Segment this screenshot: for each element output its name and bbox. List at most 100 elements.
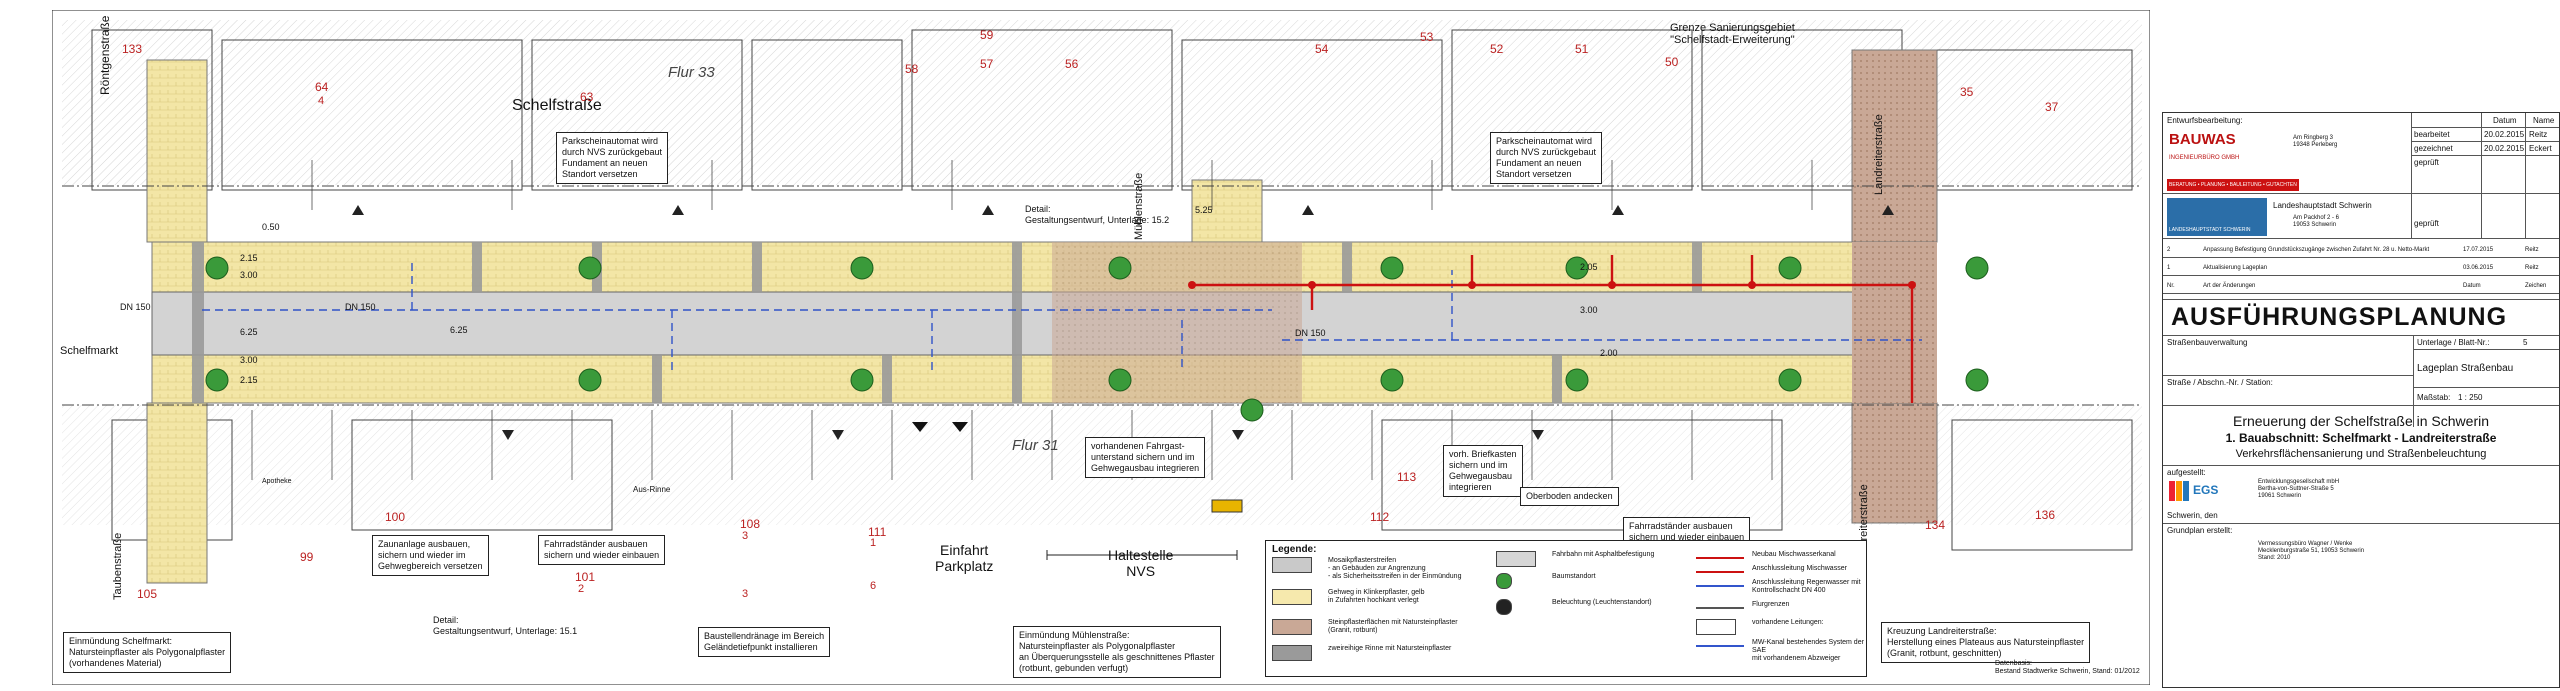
legend-item-label: Anschlussleitung Regenwasser mit Kontrol… <box>1752 579 1861 594</box>
callout-datenbasis: Datenbasis: Bestand Stadtwerke Schwerin,… <box>1995 660 2140 675</box>
col-name: Name <box>2533 116 2555 125</box>
parcel-number: 52 <box>1490 42 1504 56</box>
gezeichnet-date: 20.02.2015 <box>2484 144 2525 153</box>
legend-item-label: Fahrbahn mit Asphaltbefestigung <box>1552 551 1655 558</box>
legend-swatch <box>1272 589 1312 605</box>
massstab-value: 1 : 250 <box>2458 393 2483 402</box>
legend-swatch <box>1696 619 1736 635</box>
bearbeitet-name: Reitz <box>2529 130 2548 139</box>
client-name: Landeshauptstadt Schwerin <box>2273 201 2372 210</box>
schwerin-den-label: Schwerin, den <box>2167 511 2218 520</box>
legend-swatch <box>1696 607 1744 609</box>
bearbeitet-date: 20.02.2015 <box>2484 130 2525 139</box>
legend-item-label: MW-Kanal bestehendes System der SAE mit … <box>1752 639 1864 662</box>
parcel-number: 64 <box>315 80 329 94</box>
legend-swatch <box>1496 573 1512 589</box>
legend-item-label: Neubau Mischwasserkanal <box>1752 551 1836 558</box>
bearbeitet-label: bearbeitet <box>2414 130 2450 139</box>
revision-nr: 2 <box>2167 247 2171 253</box>
legend-swatch <box>1272 645 1312 661</box>
legend-item-label: zweireihige Rinne mit Natursteinpflaster <box>1328 645 1452 652</box>
street-name-schelfstrasse: Schelfstraße <box>512 97 602 114</box>
parcel-number: 58 <box>905 62 919 76</box>
revision-date: 17.07.2015 <box>2463 247 2494 253</box>
strasse-abschnitt-label: Straße / Abschn.-Nr. / Station: <box>2167 378 2273 387</box>
dimension-label: 2.15 <box>240 253 258 263</box>
callout-kreuzung-landreiterstrasse: Kreuzung Landreiterstraße: Herstellung e… <box>1881 622 2091 663</box>
legend-item-label: vorhandene Leitungen: <box>1752 619 1824 626</box>
callout-einmuendung-schelfmarkt: Einmündung Schelfmarkt: Natursteinpflast… <box>63 632 232 673</box>
revision-date: Datum <box>2463 283 2481 289</box>
legend-item-label: Beleuchtung (Leuchtenstandort) <box>1552 599 1652 606</box>
parcel-number: 54 <box>1315 42 1329 56</box>
haltestelle-nvs-label: Haltestelle NVS <box>1108 547 1174 579</box>
unterlage-label: Unterlage / Blatt-Nr.: <box>2417 338 2490 347</box>
legend-swatch <box>1272 619 1312 635</box>
street-name-taubenstrasse: Taubenstraße <box>112 532 124 600</box>
lageplan-label: Lageplan Straßenbau <box>2417 363 2514 374</box>
dimension-label: 2.05 <box>1580 262 1598 272</box>
dimension-label: 3.00 <box>240 355 258 365</box>
revision-text: Anpassung Befestigung Grundstückszugänge… <box>2203 247 2430 253</box>
revision-text: Art der Änderungen <box>2203 283 2256 289</box>
legend-swatch <box>1496 599 1512 615</box>
callout-einmuendung-muehlenstrasse: Einmündung Mühlenstraße: Natursteinpflas… <box>1013 626 1221 678</box>
parcel-number: 99 <box>300 550 314 564</box>
street-name-schelfmarkt: Schelfmarkt <box>60 345 119 357</box>
legend-swatch <box>1696 585 1744 587</box>
legend-swatch <box>1696 645 1744 647</box>
street-name-landreiterstrasse-top: Landreiterstraße <box>1873 114 1885 195</box>
callout-detail-15-2: Detail: Gestaltungsentwurf, Unterlage: 1… <box>1025 204 1170 225</box>
parcel-sub-number: 1 <box>870 537 877 549</box>
company-tagline: BERATUNG • PLANUNG • BAULEITUNG • GUTACH… <box>2167 179 2299 191</box>
heading-ausfuehrungsplanung: AUSFÜHRUNGSPLANUNG <box>2171 303 2508 331</box>
parcel-number: 63 <box>580 90 594 104</box>
street-name-roentgenstrasse: Röntgenstraße <box>98 15 112 95</box>
revision-date: 03.06.2015 <box>2463 265 2494 271</box>
dimension-label: 6.25 <box>240 327 258 337</box>
revision-text: Aktualisierung Lageplan <box>2203 265 2268 271</box>
dimension-label: 6.25 <box>450 325 468 335</box>
parcel-number: 57 <box>980 57 994 71</box>
revision-name: Reitz <box>2525 265 2539 271</box>
parcel-number: 113 <box>1397 470 1417 484</box>
title-block: Entwurfsbearbeitung: BAUWAS INGENIEURBÜR… <box>2162 112 2560 688</box>
client-address: Am Packhof 2 - 6 19053 Schwerin <box>2293 215 2340 228</box>
legend-swatch <box>1496 551 1536 567</box>
flur-31-label: Flur 31 <box>1012 437 1059 454</box>
callout-parkscheinautomat-2: Parkscheinautomat wird durch NVS zurückg… <box>1490 132 1603 184</box>
dimension-label: DN 150 <box>345 302 376 312</box>
parcel-number: 133 <box>122 42 143 56</box>
einfahrt-parkplatz-label: Einfahrt Parkplatz <box>935 542 994 574</box>
dimension-label: 5.25 <box>1195 205 1213 215</box>
legend-title: Legende: <box>1272 544 1317 555</box>
dimension-label: 2.00 <box>1600 348 1618 358</box>
parcel-number: 108 <box>740 517 761 531</box>
callout-zaunanlage: Zaunanlage ausbauen, sichern und wieder … <box>372 535 489 576</box>
legend-item-label: Mosaikpflasterstreifen - an Gebäuden zur… <box>1328 557 1462 580</box>
legend-item-label: Gehweg in Klinkerpflaster, gelb in Zufah… <box>1328 589 1425 604</box>
dimension-label: DN 150 <box>120 302 151 312</box>
callout-oberboden: Oberboden andecken <box>1520 487 1619 506</box>
strassenbauverwaltung-label: Straßenbauverwaltung <box>2167 338 2248 347</box>
dimension-label: 3.00 <box>240 270 258 280</box>
dimension-label: 3.00 <box>1580 305 1598 315</box>
legend-item-label: Flurgrenzen <box>1752 601 1790 608</box>
revision-name: Reitz <box>2525 247 2539 253</box>
gezeichnet-label: gezeichnet <box>2414 144 2453 153</box>
company-sub: INGENIEURBÜRO GMBH <box>2169 155 2240 161</box>
geprueft-label: geprüft <box>2414 158 2439 167</box>
flur-33-label: Flur 33 <box>668 64 715 81</box>
egs-logo: EGS <box>2193 483 2219 497</box>
legend: Legende: Mosaikpflasterstreifen - an Geb… <box>1265 540 1867 677</box>
client-logo: LANDESHAUPTSTADT SCHWERIN <box>2169 227 2251 233</box>
revision-nr: Nr. <box>2167 283 2175 289</box>
apotheke-label: Apotheke <box>262 478 292 485</box>
entwurf-label: Entwurfsbearbeitung: <box>2167 116 2243 125</box>
parcel-number: 56 <box>1065 57 1079 71</box>
parcel-number: 111 <box>868 525 887 539</box>
aus-rinne-label: Aus-Rinne <box>633 485 671 494</box>
company-address: Am Ringberg 3 19348 Perleberg <box>2293 135 2338 148</box>
parcel-number: 37 <box>2045 100 2059 114</box>
